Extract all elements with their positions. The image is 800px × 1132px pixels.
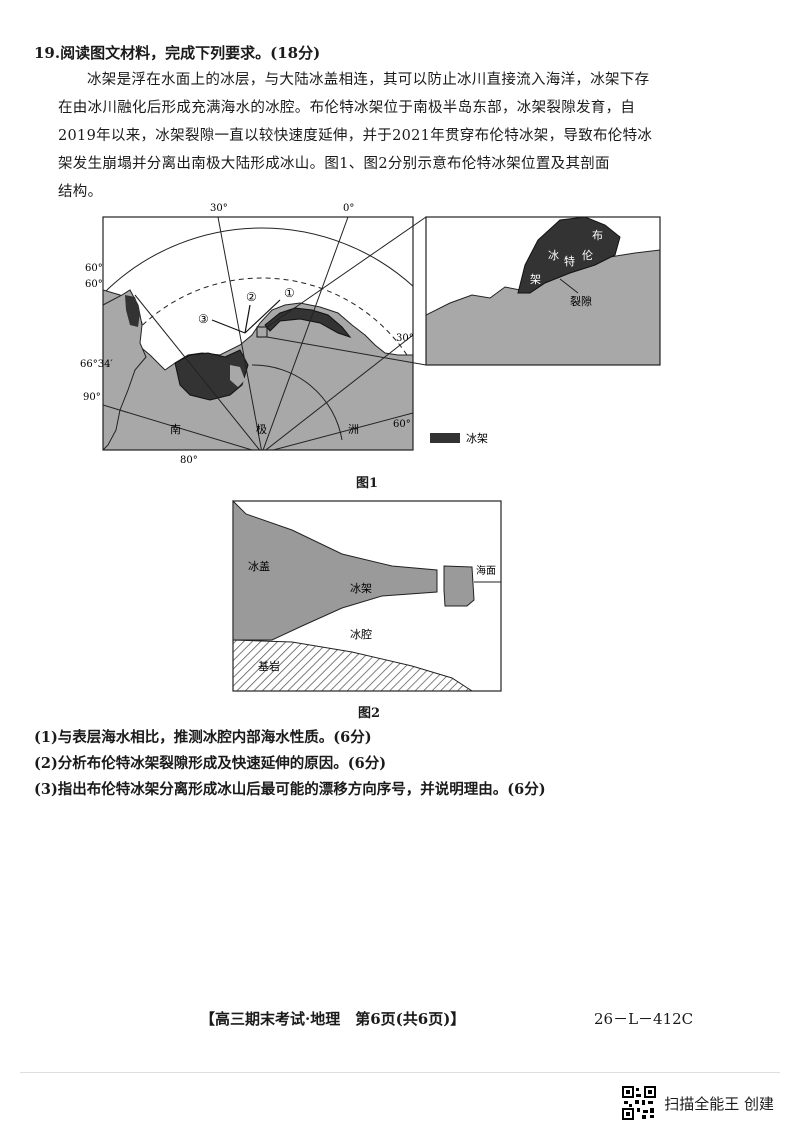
scanner-watermark: 扫描全能王 创建 xyxy=(622,1086,774,1120)
lat-label: 66°34′ xyxy=(80,359,113,370)
question-paragraph: 冰架是浮在水面上的冰层，与大陆冰盖相连，其可以防止冰川直接流入海洋，冰架下存 在… xyxy=(58,66,740,206)
lat-label: 60° xyxy=(85,263,103,274)
bottom-divider xyxy=(20,1072,780,1073)
footer-code: 26－L－412C xyxy=(594,1010,694,1028)
bedrock xyxy=(232,639,474,692)
legend-label: 冰架 xyxy=(466,432,488,445)
lat-label: 60° xyxy=(85,279,103,290)
continent-char: 南 xyxy=(170,423,181,436)
direction-label-1: ① xyxy=(284,286,295,300)
brunt-ice-shelf xyxy=(517,217,621,294)
location-box xyxy=(256,326,268,338)
direction-arrows xyxy=(211,299,281,334)
ice-body xyxy=(232,500,438,641)
lon-label: 30° xyxy=(396,333,414,344)
cavity-label: 冰腔 xyxy=(350,627,372,641)
figure1-caption: 图1 xyxy=(356,476,379,491)
calved-block xyxy=(443,565,475,607)
paragraph-line: 在由冰川融化后形成充满海水的冰腔。布伦特冰架位于南极半岛东部，冰架裂隙发育，自 xyxy=(58,100,636,116)
figure2-caption: 图2 xyxy=(358,706,381,721)
lon-label: 90° xyxy=(83,392,101,403)
shelf-char: 架 xyxy=(530,273,541,286)
direction-label-3: ③ xyxy=(198,312,209,326)
scanner-watermark-text: 扫描全能王 创建 xyxy=(664,1094,774,1113)
map-frame xyxy=(102,216,414,451)
figure1-map: ① ② ③ 南 极 洲 30° 0° 30° 60° 80° 90° 60° 6… xyxy=(80,203,661,465)
subquestion-3: (3)指出布伦特冰架分离形成冰山后最可能的漂移方向序号，并说明理由。(6分) xyxy=(34,781,546,798)
ice-shelf-peninsula xyxy=(125,295,140,327)
legend-swatch xyxy=(430,433,460,443)
lon-label: 60° xyxy=(393,419,411,430)
continent-char: 洲 xyxy=(348,423,359,436)
footer-title: 【高三期末考试·地理 第6页(共6页)】 xyxy=(200,1010,466,1028)
subquestion-1: (1)与表层海水相比，推测冰腔内部海水性质。(6分) xyxy=(34,729,372,746)
shelf-char: 特 xyxy=(564,254,575,268)
continent-char: 极 xyxy=(256,422,267,436)
paragraph-line: 冰架是浮在水面上的冰层，与大陆冰盖相连，其可以防止冰川直接流入海洋，冰架下存 xyxy=(87,72,650,88)
question-title: 19.阅读图文材料，完成下列要求。(18分) xyxy=(34,44,321,62)
crack-label: 裂隙 xyxy=(570,294,592,308)
ice-shelf-ronne xyxy=(174,349,249,401)
ice-shelf-small xyxy=(230,365,245,387)
qr-code-icon xyxy=(622,1086,657,1120)
lat-circle-60 xyxy=(103,227,413,295)
figure2-profile: 冰盖 冰架 海面 冰腔 基岩 xyxy=(232,500,502,692)
ice-cap-label: 冰盖 xyxy=(248,559,270,573)
inset-frame xyxy=(425,216,661,366)
meridians xyxy=(103,217,413,450)
pole-arc xyxy=(251,364,343,441)
bedrock-label: 基岩 xyxy=(258,659,280,673)
lon-label: 0° xyxy=(343,203,354,214)
paragraph-line: 架发生崩塌并分离出南极大陆形成冰山。图1、图2分别示意布伦特冰架位置及其剖面 xyxy=(58,156,610,172)
shelf-char: 冰 xyxy=(548,249,559,262)
ice-shelf-label: 冰架 xyxy=(350,582,372,595)
shelf-char: 布 xyxy=(592,229,603,242)
shelf-char: 伦 xyxy=(582,248,593,262)
crack-leader xyxy=(559,278,579,294)
direction-label-2: ② xyxy=(246,290,257,304)
lon-label: 30° xyxy=(210,203,228,214)
subquestion-2: (2)分析布伦特冰架裂隙形成及快速延伸的原因。(6分) xyxy=(34,755,387,772)
paragraph-line: 2019年以来，冰架裂隙一直以较快速度延伸，并于2021年贯穿布伦特冰架，导致布… xyxy=(58,128,653,144)
antarctic-peninsula xyxy=(103,289,147,450)
sea-surface-label: 海面 xyxy=(476,564,496,577)
paragraph-line: 结构。 xyxy=(58,184,103,200)
lon-label: 80° xyxy=(180,455,198,465)
